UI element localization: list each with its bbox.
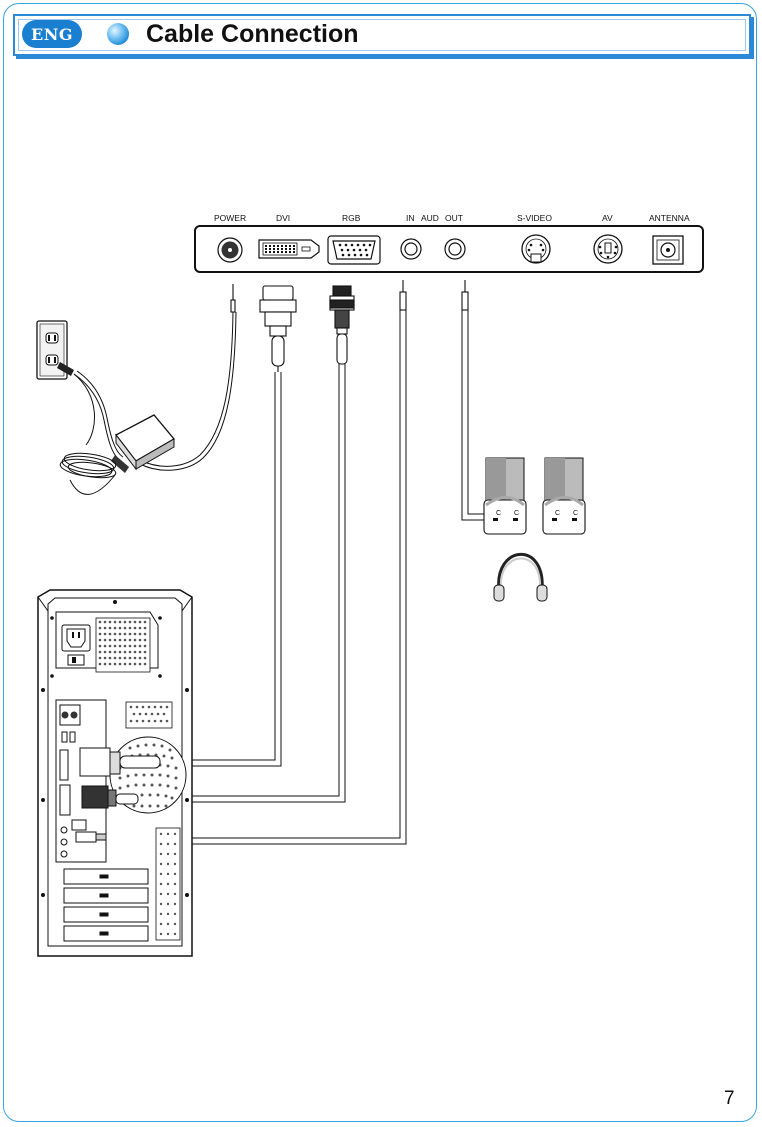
language-badge: ENG xyxy=(22,20,82,48)
computer-tower-icon xyxy=(37,589,193,957)
power-cord xyxy=(73,370,124,461)
av-port-icon xyxy=(593,234,623,264)
speaker-right: C C xyxy=(542,457,586,535)
svg-text:C: C xyxy=(573,510,578,517)
cables xyxy=(110,310,486,845)
expansion-slots xyxy=(63,868,149,942)
port-label-svideo: S-VIDEO xyxy=(517,213,552,223)
page-number: 7 xyxy=(724,1088,735,1109)
psu-vent xyxy=(95,617,151,673)
section-header xyxy=(13,14,751,56)
port-label-out: OUT xyxy=(445,213,463,223)
port-label-power: POWER xyxy=(214,213,246,223)
speakers-icon: C C C C xyxy=(483,457,586,535)
power-jack-icon xyxy=(217,237,243,263)
tower-plugged-connectors xyxy=(75,747,161,843)
port-label-in: IN xyxy=(406,213,415,223)
svideo-port-icon xyxy=(521,234,551,264)
wall-outlet-icon xyxy=(36,320,74,380)
svg-text:C: C xyxy=(496,510,501,517)
blue-sphere-bullet-icon xyxy=(107,23,129,45)
cable-connectors xyxy=(230,280,469,372)
monitor-connector-panel: POWER DVI RGB IN AUD OUT S-VIDEO AV ANTE… xyxy=(194,213,704,273)
port-label-av: AV xyxy=(602,213,613,223)
port-label-rgb: RGB xyxy=(342,213,361,223)
port-label-aud: AUD xyxy=(421,213,439,223)
vga-port-icon xyxy=(327,235,381,265)
speaker-left: C C xyxy=(483,457,527,535)
page-border xyxy=(3,3,757,1122)
port-label-antenna: ANTENNA xyxy=(649,213,690,223)
headphones-icon xyxy=(493,552,548,602)
svg-text:C: C xyxy=(514,510,519,517)
audio-out-jack-icon xyxy=(444,238,466,260)
dvi-port-icon xyxy=(258,239,320,259)
power-adapter-icon xyxy=(59,414,175,495)
page-title: Cable Connection xyxy=(146,20,359,48)
audio-in-jack-icon xyxy=(400,238,422,260)
svg-text:C: C xyxy=(555,510,560,517)
antenna-port-icon xyxy=(652,235,684,265)
port-label-dvi: DVI xyxy=(276,213,290,223)
